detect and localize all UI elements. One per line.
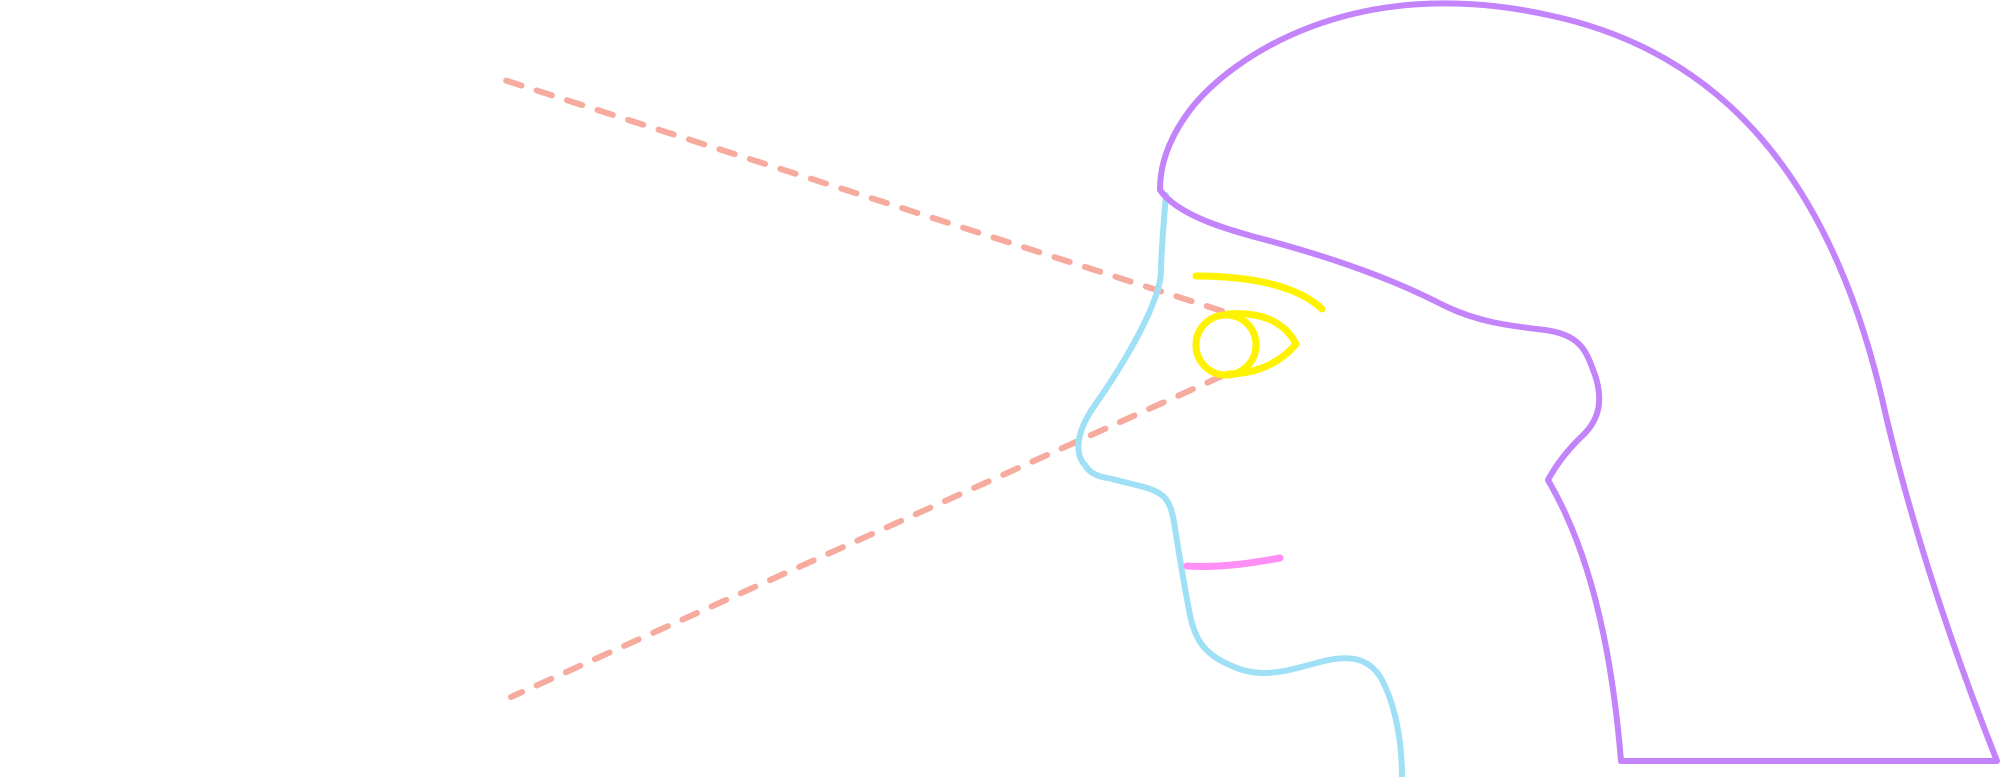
pupil [1192,311,1260,379]
face-profile [1075,192,1405,777]
mouth [1183,554,1284,570]
eyebrow [1192,272,1326,313]
hair [1157,0,2000,764]
sight-line-upper [495,75,1225,314]
sight-line-lower [508,373,1225,700]
eye [1224,310,1300,378]
